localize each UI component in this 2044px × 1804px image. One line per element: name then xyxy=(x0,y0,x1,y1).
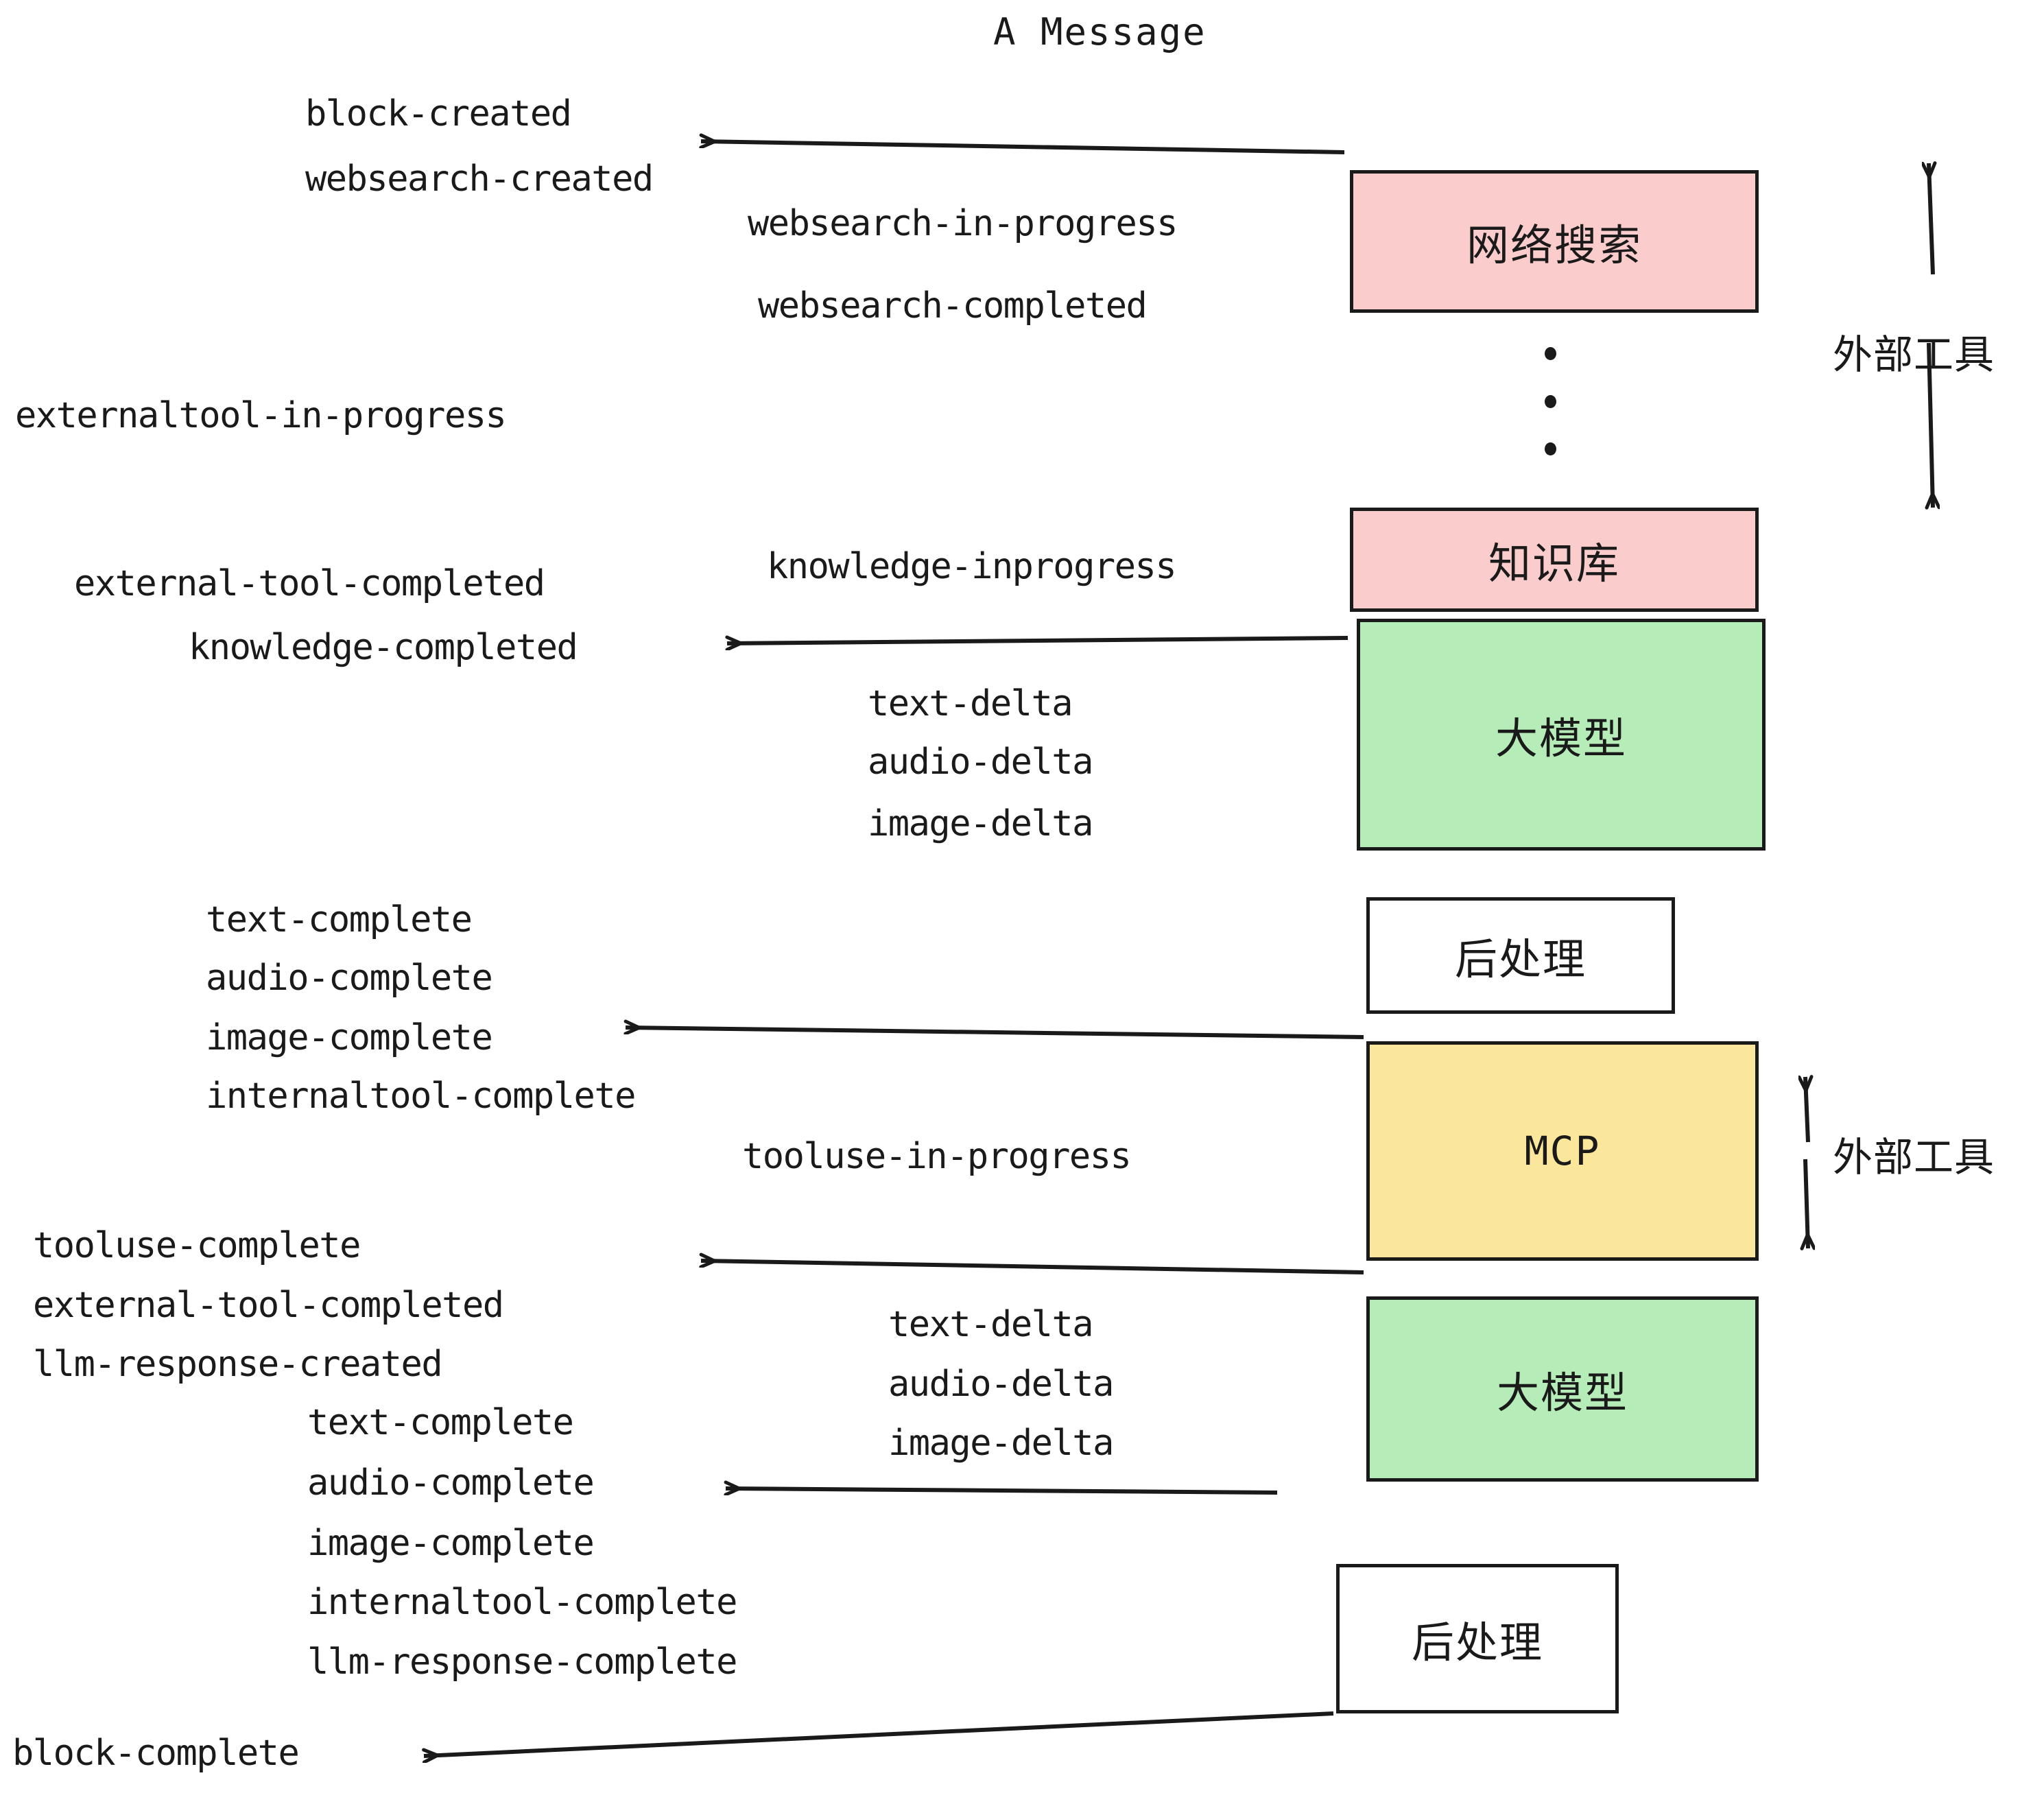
node-mcp[interactable]: MCP xyxy=(1366,1041,1759,1261)
bracket-label-external-tool-top: 外部工具 xyxy=(1833,331,1995,378)
event-label: text-delta xyxy=(888,1304,1094,1345)
vertical-ellipsis-icon xyxy=(1543,347,1557,455)
event-label: external-tool-completed xyxy=(74,563,545,604)
event-label: audio-delta xyxy=(888,1364,1114,1405)
bracket-arrow-down-bottom xyxy=(1805,1159,1808,1248)
event-label: websearch-in-progress xyxy=(748,203,1178,244)
bracket-label-external-tool-bottom: 外部工具 xyxy=(1833,1134,1995,1180)
node-knowledge-base[interactable]: 知识库 xyxy=(1350,508,1759,612)
event-label: tooluse-in-progress xyxy=(742,1136,1132,1177)
arrow-websearch-to-block-created xyxy=(701,141,1345,154)
event-label: websearch-created xyxy=(305,158,654,200)
arrow-postprocess-to-block-complete xyxy=(424,1711,1334,1756)
event-label: image-complete xyxy=(206,1017,493,1058)
arrow-postprocess-to-image-complete xyxy=(626,1028,1364,1039)
event-label: llm-response-complete xyxy=(307,1641,737,1683)
event-label: image-complete xyxy=(307,1523,595,1564)
event-label: text-complete xyxy=(206,899,473,940)
node-postprocess-second[interactable]: 后处理 xyxy=(1336,1564,1619,1713)
event-label: internaltool-complete xyxy=(307,1582,737,1623)
node-postprocess-first[interactable]: 后处理 xyxy=(1366,897,1675,1014)
diagram-title: A Message xyxy=(993,10,1207,54)
node-llm-first[interactable]: 大模型 xyxy=(1357,619,1766,851)
event-label: internaltool-complete xyxy=(206,1076,636,1117)
arrow-mcp-to-tooluse-complete xyxy=(701,1261,1364,1274)
event-label: block-created xyxy=(305,93,572,134)
node-websearch[interactable]: 网络搜索 xyxy=(1350,170,1759,313)
event-label: llm-response-created xyxy=(33,1344,443,1385)
event-label: audio-delta xyxy=(868,741,1093,783)
node-llm-second[interactable]: 大模型 xyxy=(1366,1296,1759,1482)
event-label: knowledge-completed xyxy=(189,627,578,668)
event-label: knowledge-inprogress xyxy=(767,546,1177,587)
event-label: external-tool-completed xyxy=(33,1285,504,1326)
event-label: audio-complete xyxy=(206,958,493,999)
event-label: tooluse-complete xyxy=(33,1225,361,1266)
bracket-arrow-up-bottom xyxy=(1805,1077,1808,1143)
event-label: text-complete xyxy=(307,1402,574,1443)
event-label: text-delta xyxy=(868,683,1073,724)
event-label: image-delta xyxy=(888,1423,1114,1464)
event-label: block-complete xyxy=(12,1733,300,1774)
event-label: websearch-completed xyxy=(758,285,1148,327)
event-label: audio-complete xyxy=(307,1462,595,1504)
event-label: image-delta xyxy=(868,803,1093,844)
bracket-arrow-up-top xyxy=(1929,163,1933,275)
arrow-llm-to-audio-complete xyxy=(726,1488,1278,1493)
arrow-knowledge-to-completed xyxy=(727,638,1348,643)
event-label: externaltool-in-progress xyxy=(15,395,507,436)
